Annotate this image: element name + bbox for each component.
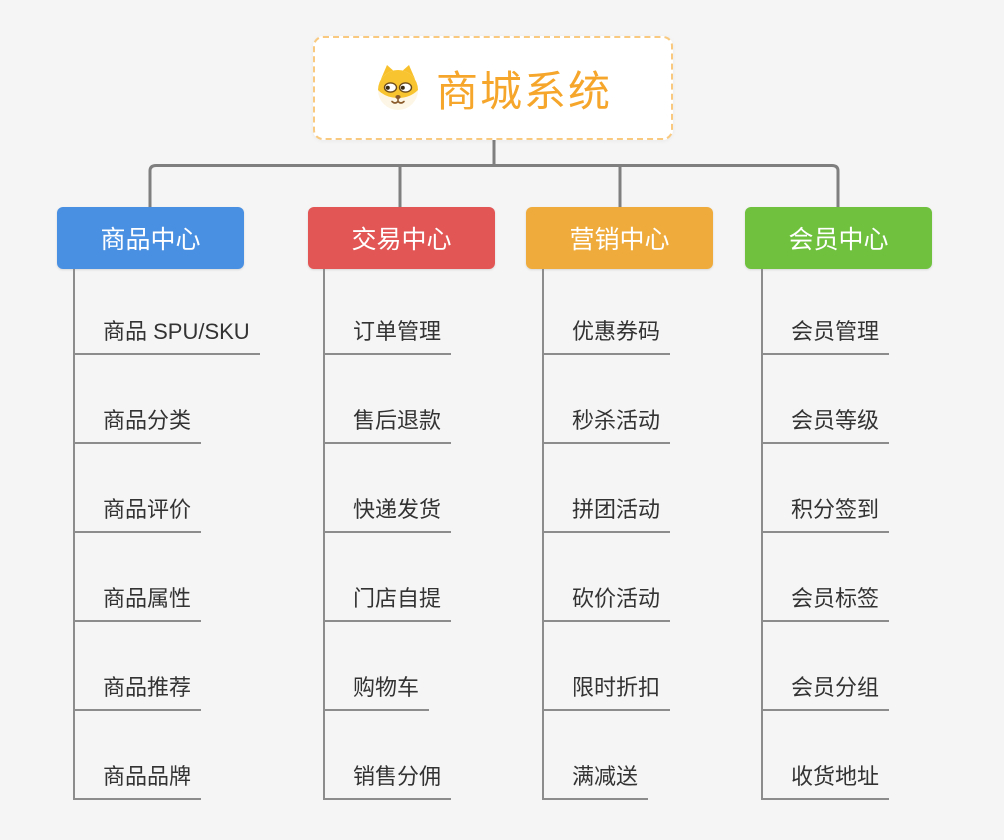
leaf-item[interactable]: 满减送 xyxy=(542,711,772,800)
branch-label: 会员中心 xyxy=(788,226,889,254)
leaf-label: 满减送 xyxy=(542,759,649,800)
leaf-label: 商品推荐 xyxy=(73,670,202,711)
leaf-label: 会员标签 xyxy=(761,581,890,622)
leaf-label: 销售分佣 xyxy=(323,759,452,800)
leaf-item[interactable]: 商品推荐 xyxy=(73,622,303,711)
branch-node-product-center[interactable]: 商品中心 xyxy=(57,207,244,269)
leaf-label: 商品分类 xyxy=(73,403,202,444)
leaf-item[interactable]: 销售分佣 xyxy=(323,711,553,800)
branch-label: 商品中心 xyxy=(100,226,201,254)
branch-node-marketing-center[interactable]: 营销中心 xyxy=(526,207,713,269)
branch-node-member-center[interactable]: 会员中心 xyxy=(745,207,932,269)
leaf-label: 积分签到 xyxy=(761,492,890,533)
leaf-item[interactable]: 购物车 xyxy=(323,622,553,711)
root-title: 商城系统 xyxy=(435,67,612,115)
leaf-label: 会员等级 xyxy=(761,403,890,444)
leaf-column-member: 会员管理会员等级积分签到会员标签会员分组收货地址 xyxy=(761,266,991,800)
leaf-item[interactable]: 商品评价 xyxy=(73,444,303,533)
leaf-label: 收货地址 xyxy=(761,759,890,800)
branch-label: 营销中心 xyxy=(569,226,670,254)
branch-node-trade-center[interactable]: 交易中心 xyxy=(308,207,495,269)
trunk-line xyxy=(761,269,763,800)
leaf-label: 售后退款 xyxy=(323,403,452,444)
leaf-item[interactable]: 收货地址 xyxy=(761,711,991,800)
leaf-label: 限时折扣 xyxy=(542,670,671,711)
trunk-line xyxy=(323,269,325,800)
leaf-label: 商品属性 xyxy=(73,581,202,622)
root-node[interactable]: 商城系统 xyxy=(313,36,673,140)
trunk-line xyxy=(542,269,544,800)
leaf-item[interactable]: 售后退款 xyxy=(323,355,553,444)
leaf-item[interactable]: 商品属性 xyxy=(73,533,303,622)
trunk-line xyxy=(73,269,75,800)
leaf-label: 商品 SPU/SKU xyxy=(73,314,260,355)
leaf-column-trade: 订单管理售后退款快递发货门店自提购物车销售分佣 xyxy=(323,266,553,800)
leaf-item[interactable]: 商品分类 xyxy=(73,355,303,444)
leaf-label: 购物车 xyxy=(323,670,430,711)
leaf-item[interactable]: 秒杀活动 xyxy=(542,355,772,444)
leaf-item[interactable]: 限时折扣 xyxy=(542,622,772,711)
leaf-item[interactable]: 会员管理 xyxy=(761,266,991,355)
leaf-item[interactable]: 会员等级 xyxy=(761,355,991,444)
leaf-item[interactable]: 快递发货 xyxy=(323,444,553,533)
leaf-item[interactable]: 砍价活动 xyxy=(542,533,772,622)
leaf-item[interactable]: 商品 SPU/SKU xyxy=(73,266,303,355)
leaf-label: 快递发货 xyxy=(323,492,452,533)
leaf-label: 会员管理 xyxy=(761,314,890,355)
leaf-label: 门店自提 xyxy=(323,581,452,622)
leaf-item[interactable]: 商品品牌 xyxy=(73,711,303,800)
leaf-label: 订单管理 xyxy=(323,314,452,355)
leaf-label: 商品评价 xyxy=(73,492,202,533)
leaf-label: 拼团活动 xyxy=(542,492,671,533)
leaf-label: 优惠券码 xyxy=(542,314,671,355)
dog-face-icon xyxy=(374,65,422,111)
leaf-label: 砍价活动 xyxy=(542,581,671,622)
leaf-item[interactable]: 会员分组 xyxy=(761,622,991,711)
leaf-column-product: 商品 SPU/SKU 商品分类商品评价商品属性商品推荐商品品牌 xyxy=(73,266,303,800)
leaf-label: 商品品牌 xyxy=(73,759,202,800)
branch-label: 交易中心 xyxy=(351,226,452,254)
leaf-column-marketing: 优惠券码秒杀活动拼团活动砍价活动限时折扣满减送 xyxy=(542,266,772,800)
leaf-item[interactable]: 会员标签 xyxy=(761,533,991,622)
leaf-label: 会员分组 xyxy=(761,670,890,711)
leaf-item[interactable]: 积分签到 xyxy=(761,444,991,533)
leaf-item[interactable]: 优惠券码 xyxy=(542,266,772,355)
leaf-label: 秒杀活动 xyxy=(542,403,671,444)
leaf-item[interactable]: 门店自提 xyxy=(323,533,553,622)
leaf-item[interactable]: 拼团活动 xyxy=(542,444,772,533)
leaf-item[interactable]: 订单管理 xyxy=(323,266,553,355)
